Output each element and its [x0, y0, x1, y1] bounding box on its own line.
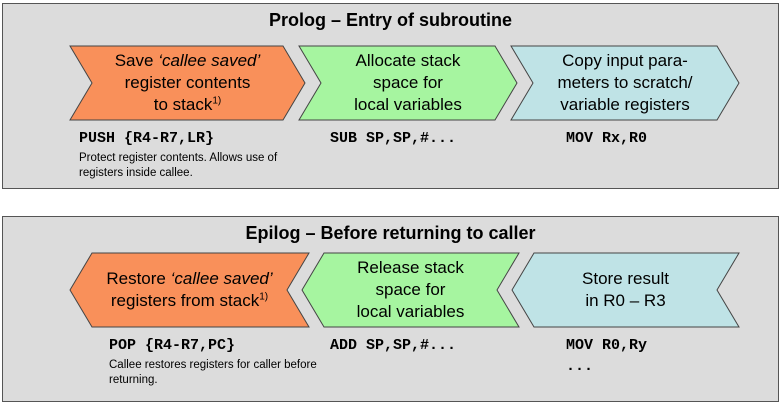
prolog-title: Prolog – Entry of subroutine	[268, 10, 512, 30]
prolog-panel: Prolog – Entry of subroutine Save ‘calle…	[2, 3, 779, 189]
prolog-arrows	[69, 45, 740, 121]
epilog-panel: Epilog – Before returning to caller Rest…	[2, 216, 779, 402]
prolog-code-mov: MOV Rx,R0	[566, 130, 648, 147]
epilog-step-3-shape	[511, 252, 740, 328]
prolog-step-2-label: Allocate stack space for local variables	[354, 51, 462, 114]
epilog-code-pop: POP {R4-R7,PC}	[109, 337, 236, 354]
prolog-step-3-label: Copy input para- meters to scratch/ vari…	[557, 51, 693, 114]
epilog-step-3-label: Store result in R0 – R3	[582, 269, 669, 310]
prolog-code-push: PUSH {R4-R7,LR}	[79, 130, 215, 147]
prolog-step-3-shape	[510, 45, 740, 121]
epilog-note: Callee restores registers for caller bef…	[109, 359, 317, 386]
epilog-step-2-label: Release stack space for local variables	[356, 258, 465, 321]
prolog-code-sub: SUB SP,SP,#...	[330, 130, 457, 147]
prolog-note: Protect register contents. Allows use of…	[79, 152, 278, 179]
epilog-step-2-shape	[301, 252, 520, 328]
epilog-arrows	[69, 252, 740, 328]
epilog-code-add: ADD SP,SP,#...	[330, 337, 457, 354]
epilog-title: Epilog – Before returning to caller	[245, 223, 536, 243]
prolog-step-1-shape	[69, 45, 306, 121]
epilog-step-1-shape	[69, 252, 310, 328]
prolog-step-1-label: Save ‘callee saved’ register contents to…	[114, 51, 261, 114]
epilog-code-mov: MOV R0,Ry	[566, 337, 648, 354]
prolog-step-2-shape	[298, 45, 518, 121]
epilog-code-ellipsis: ...	[566, 358, 594, 375]
epilog-step-1-label: Restore ‘callee saved’ registers from st…	[106, 269, 273, 310]
